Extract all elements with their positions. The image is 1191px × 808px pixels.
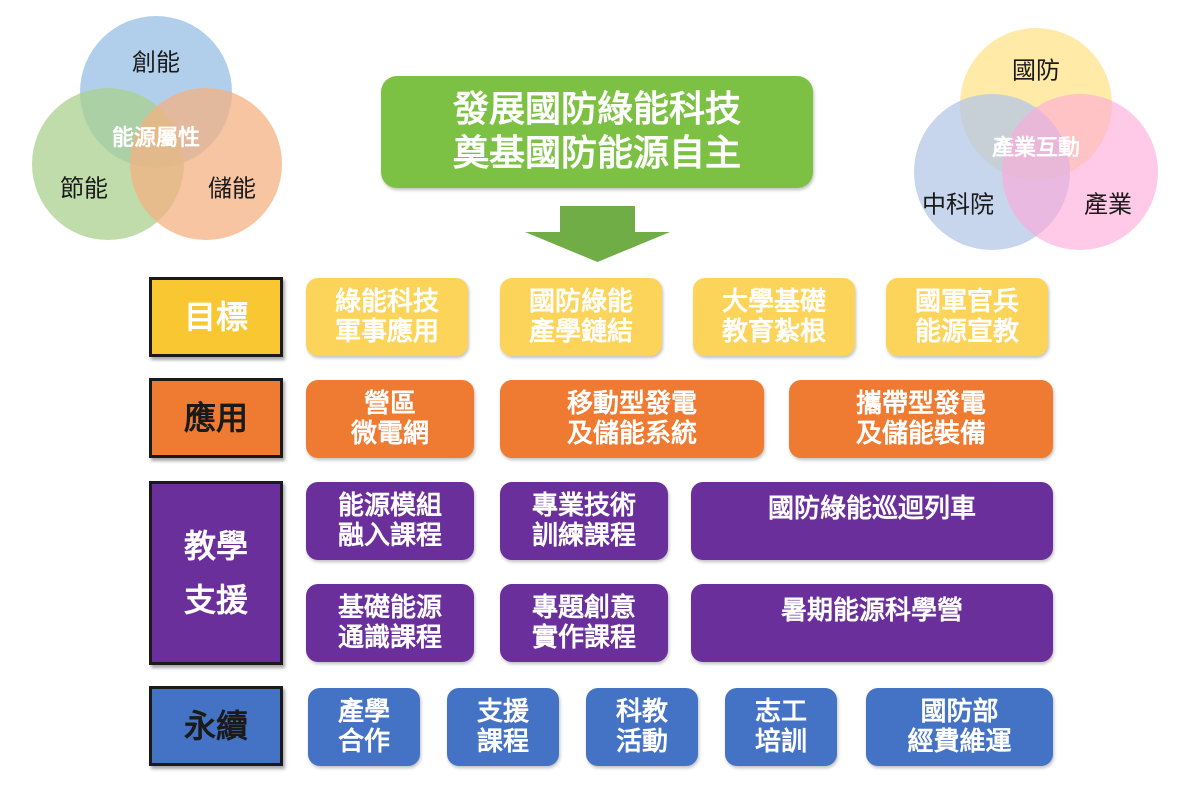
teaching-item-5-line-2: 實作課程 [531, 623, 636, 653]
category-application: 應用 [149, 378, 283, 458]
venn-label-defense: 國防 [1012, 56, 1060, 85]
sustain-item-3-line-1: 科教 [615, 697, 668, 727]
teaching-item-2: 專業技術 訓練課程 [500, 482, 668, 560]
goal-item-3: 大學基礎 教育紮根 [693, 278, 855, 356]
goal-item-4-line-2: 能源宣教 [914, 317, 1019, 347]
sustain-item-5-line-2: 經費維運 [907, 727, 1012, 757]
goal-item-4-line-1: 國軍官兵 [914, 287, 1019, 317]
goal-item-2-line-1: 國防綠能 [528, 287, 633, 317]
category-goal: 目標 [149, 277, 283, 357]
venn-energy-attributes: 創能 節能 儲能 能源屬性 [28, 12, 288, 244]
sustain-item-2-line-2: 課程 [476, 727, 529, 757]
venn-industry-interaction: 國防 中科院 產業 產業互動 [908, 22, 1168, 254]
title-line-1: 發展國防綠能科技 [452, 89, 741, 130]
venn-circle-industry [1002, 94, 1158, 250]
application-item-1-line-2: 微電網 [350, 419, 429, 449]
sustain-item-1-line-2: 合作 [337, 727, 390, 757]
teaching-item-5-line-1: 專題創意 [531, 593, 636, 623]
venn-label-ncsist: 中科院 [922, 190, 994, 219]
application-item-2-line-1: 移動型發電 [566, 389, 697, 419]
venn-label-store: 儲能 [208, 174, 256, 203]
goal-item-1: 綠能科技 軍事應用 [306, 278, 468, 356]
teaching-item-5: 專題創意 實作課程 [500, 584, 668, 662]
sustain-item-5-line-1: 國防部 [920, 697, 999, 727]
sustain-item-4-line-2: 培訓 [754, 727, 807, 757]
teaching-item-4-line-2: 通識課程 [337, 623, 442, 653]
down-arrow-icon [525, 206, 670, 262]
venn-industry-circles [914, 28, 1158, 250]
venn-circle-store [130, 88, 282, 240]
application-item-1: 營區 微電網 [306, 380, 474, 458]
teaching-item-2-line-1: 專業技術 [531, 491, 636, 521]
sustain-item-2-line-1: 支援 [476, 697, 529, 727]
teaching-item-3: 國防綠能巡迴列車 [691, 482, 1053, 560]
application-item-2-line-2: 及儲能系統 [566, 419, 697, 449]
sustain-item-1-line-1: 產學 [337, 697, 390, 727]
title-line-2: 奠基國防能源自主 [452, 133, 741, 174]
teaching-item-1-line-2: 融入課程 [337, 521, 442, 551]
goal-item-2-line-2: 產學鏈結 [528, 317, 633, 347]
category-teaching-label-1: 教學 [183, 527, 248, 565]
venn-center-energy: 能源屬性 [111, 126, 201, 151]
goal-item-1-line-2: 軍事應用 [334, 317, 439, 347]
application-item-3-line-1: 攜帶型發電 [855, 389, 986, 419]
teaching-item-3-line-1: 國防綠能巡迴列車 [767, 494, 976, 524]
goal-item-3-line-2: 教育紮根 [721, 317, 826, 347]
teaching-item-6: 暑期能源科學營 [691, 584, 1053, 662]
teaching-item-2-line-2: 訓練課程 [531, 521, 636, 551]
teaching-item-1: 能源模組 融入課程 [306, 482, 474, 560]
title-box: 發展國防綠能科技 奠基國防能源自主 [381, 76, 813, 188]
application-item-2: 移動型發電 及儲能系統 [500, 380, 764, 458]
sustain-item-4: 志工 培訓 [725, 688, 837, 766]
category-goal-label: 目標 [183, 298, 248, 336]
category-teaching: 教學 支援 [149, 481, 283, 665]
goal-item-3-line-1: 大學基礎 [721, 287, 826, 317]
sustain-item-1: 產學 合作 [308, 688, 420, 766]
application-item-3: 攜帶型發電 及儲能裝備 [789, 380, 1053, 458]
sustain-item-3-line-2: 活動 [615, 727, 668, 757]
teaching-item-6-line-1: 暑期能源科學營 [780, 596, 963, 626]
sustain-item-5: 國防部 經費維運 [866, 688, 1053, 766]
category-application-label: 應用 [183, 399, 248, 437]
teaching-item-4-line-1: 基礎能源 [337, 593, 442, 623]
category-teaching-label-2: 支援 [183, 581, 248, 619]
venn-label-save: 節能 [60, 174, 108, 203]
venn-energy-circles [32, 16, 282, 240]
sustain-item-3: 科教 活動 [586, 688, 698, 766]
venn-label-industry: 產業 [1084, 190, 1132, 219]
goal-item-2: 國防綠能 產學鏈結 [500, 278, 662, 356]
venn-label-create: 創能 [132, 48, 180, 77]
sustain-item-2: 支援 課程 [447, 688, 559, 766]
goal-item-4: 國軍官兵 能源宣教 [886, 278, 1048, 356]
goal-item-1-line-1: 綠能科技 [334, 287, 439, 317]
application-item-1-line-1: 營區 [363, 389, 416, 419]
application-item-3-line-2: 及儲能裝備 [855, 419, 986, 449]
teaching-item-4: 基礎能源 通識課程 [306, 584, 474, 662]
category-sustain-label: 永續 [183, 707, 248, 745]
sustain-item-4-line-1: 志工 [754, 697, 807, 727]
category-sustain: 永續 [149, 686, 283, 766]
venn-center-industry: 產業互動 [991, 136, 1081, 161]
teaching-item-1-line-1: 能源模組 [337, 491, 442, 521]
